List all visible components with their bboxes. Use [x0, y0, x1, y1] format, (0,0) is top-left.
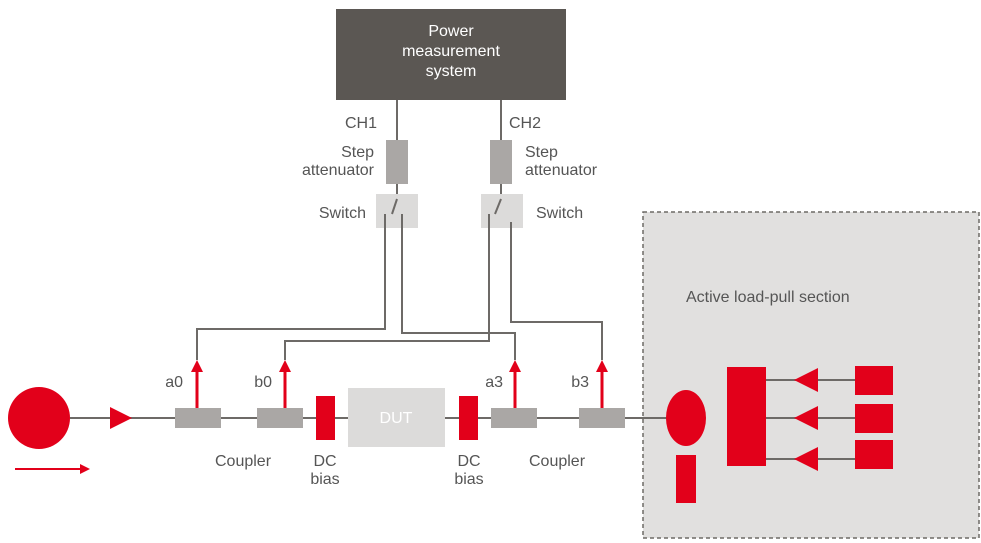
step-attenuator-left-label-1: Step — [341, 144, 374, 161]
coupler-left-label: Coupler — [215, 453, 272, 470]
probe-label-a3: a3 — [485, 374, 503, 391]
switch-right-blade — [494, 198, 502, 215]
step-attenuator-right-label-2: attenuator — [525, 162, 598, 179]
combiner-block — [727, 367, 766, 466]
probe-arrow-b0 — [279, 360, 291, 408]
probe-arrow-a0 — [191, 360, 203, 408]
route-b3 — [510, 222, 603, 360]
lp-source-top — [855, 366, 893, 395]
probe-label-b0: b0 — [254, 374, 272, 391]
lp-amplifier-mid — [794, 406, 818, 430]
active-load-pull-section-label: Active load-pull section — [686, 289, 850, 306]
ch2-label: CH2 — [509, 115, 541, 132]
switch-left-label: Switch — [319, 205, 366, 222]
dc-bias-right-label-1: DC — [457, 453, 480, 470]
dc-bias-left — [316, 396, 335, 440]
signal-source — [8, 387, 70, 449]
lp-amplifier-bottom — [794, 447, 818, 471]
coupler-a3 — [491, 408, 537, 428]
dc-bias-right-label-2: bias — [454, 471, 483, 488]
direction-arrow-head — [80, 464, 90, 474]
probe-arrow-b3 — [596, 360, 608, 408]
switch-right-label: Switch — [536, 205, 583, 222]
step-attenuator-right — [490, 140, 512, 184]
amplifier-triangle — [110, 407, 132, 429]
switch-right-box — [481, 194, 523, 228]
power-measurement-system-label-3: system — [426, 63, 477, 80]
power-measurement-system-label-2: measurement — [402, 43, 500, 60]
route-b0 — [284, 214, 490, 360]
coupler-right-label: Coupler — [529, 453, 586, 470]
power-measurement-system-label-1: Power — [428, 23, 474, 40]
coupler-b3 — [579, 408, 625, 428]
dut-label: DUT — [380, 410, 413, 427]
termination-block — [676, 455, 696, 503]
coupler-a0 — [175, 408, 221, 428]
lp-amplifier-top — [794, 368, 818, 392]
coupler-b0 — [257, 408, 303, 428]
switch-left-blade — [391, 198, 398, 215]
lp-source-mid — [855, 404, 893, 433]
step-attenuator-right-label-1: Step — [525, 144, 558, 161]
dc-bias-left-label-1: DC — [313, 453, 336, 470]
probe-label-b3: b3 — [571, 374, 589, 391]
circulator-oval — [666, 390, 706, 446]
route-a3 — [401, 214, 516, 360]
dc-bias-left-label-2: bias — [310, 471, 339, 488]
ch1-label: CH1 — [345, 115, 377, 132]
dc-bias-right — [459, 396, 478, 440]
probe-arrow-a3 — [509, 360, 521, 408]
lp-source-bottom — [855, 440, 893, 469]
dut-box — [348, 388, 445, 447]
route-a0 — [196, 214, 386, 360]
power-measurement-system-box — [336, 9, 566, 100]
step-attenuator-left-label-2: attenuator — [302, 162, 375, 179]
probe-label-a0: a0 — [165, 374, 183, 391]
step-attenuator-left — [386, 140, 408, 184]
